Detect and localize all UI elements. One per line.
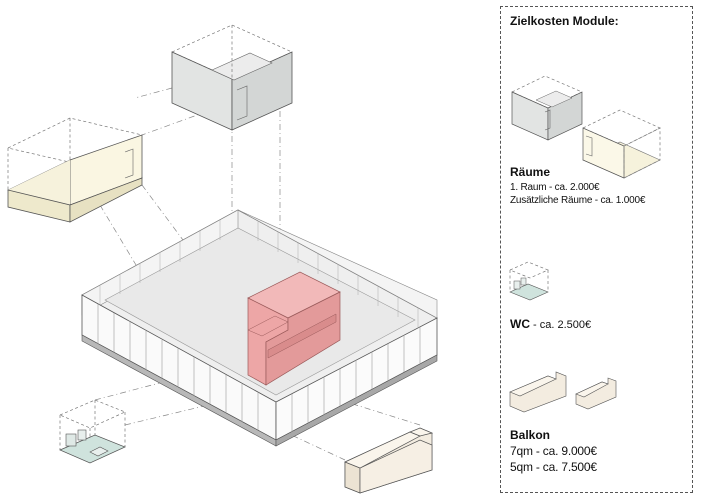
legend-balkon-thumbnails bbox=[509, 371, 617, 413]
balkon-title: Balkon bbox=[510, 428, 551, 442]
raeume-line-1: 1. Raum - ca. 2.000€ bbox=[510, 182, 600, 193]
kitchen-block bbox=[247, 271, 341, 386]
balkon-line-2: 5qm - ca. 7.500€ bbox=[510, 460, 597, 474]
balkon-line-1: 7qm - ca. 9.000€ bbox=[510, 444, 597, 458]
legend-wc-thumbnail bbox=[509, 261, 549, 301]
yellow-room-module bbox=[6, 117, 144, 223]
legend-title: Zielkosten Module: bbox=[510, 14, 619, 28]
wc-label: WC - ca. 2.500€ bbox=[510, 317, 591, 331]
grey-room-module bbox=[171, 24, 293, 131]
raeume-line-2: Zusätzliche Räume - ca. 1.000€ bbox=[510, 195, 646, 206]
raeume-title: Räume bbox=[510, 165, 551, 179]
legend-box bbox=[500, 6, 693, 493]
wc-title: WC bbox=[510, 317, 530, 331]
legend-room-thumbnail bbox=[511, 75, 661, 179]
wc-module bbox=[59, 399, 126, 464]
wc-cost: - ca. 2.500€ bbox=[530, 319, 592, 331]
balkon-module bbox=[344, 427, 434, 494]
